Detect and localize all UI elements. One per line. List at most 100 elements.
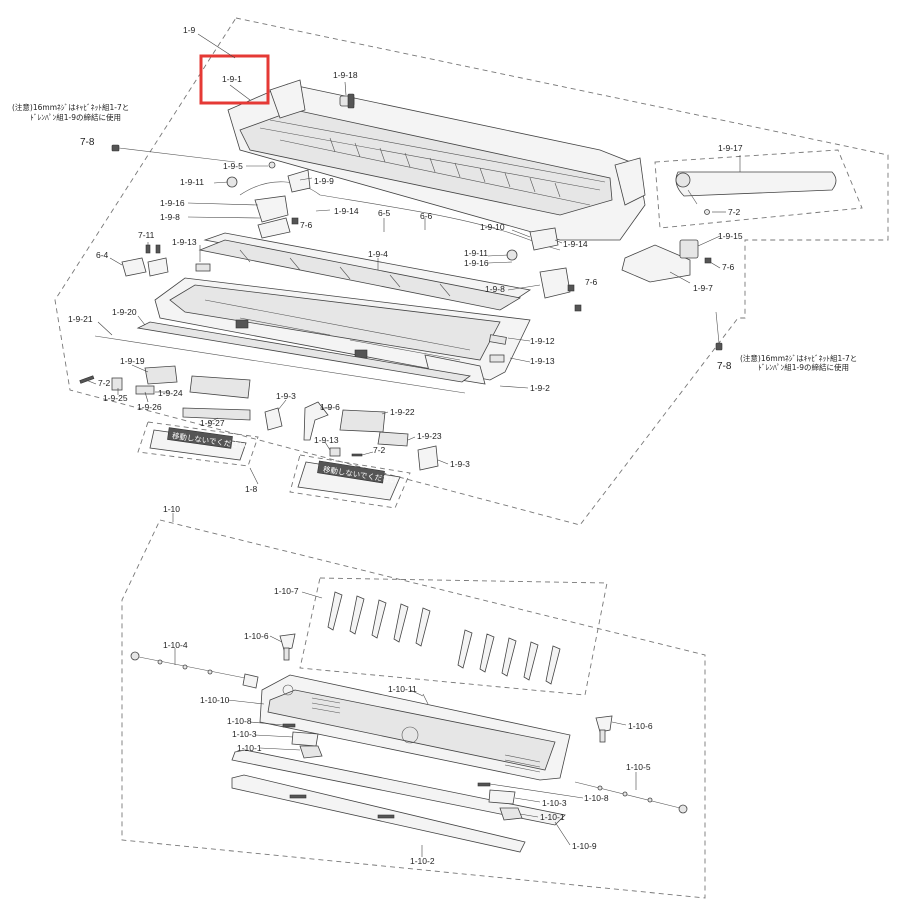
label-1-9-8-a: 1-9-8: [160, 212, 180, 222]
label-1-9-13-c: 1-9-13: [314, 435, 339, 445]
label-1-9-2: 1-9-2: [530, 383, 550, 393]
crank-1-10-6-a: [279, 633, 296, 661]
label-6-6: 6-6: [420, 211, 433, 221]
louver-1-10-10: [259, 674, 571, 781]
label-1-9-13-b: 1-9-13: [530, 356, 555, 366]
label-1-9-12: 1-9-12: [530, 336, 555, 346]
label-1-9-11-b: 1-9-11: [464, 248, 488, 258]
label-7-2-c: 7-2: [373, 445, 386, 455]
drain-tray-1-9-2: [154, 277, 531, 385]
label-6-5: 6-5: [378, 208, 391, 218]
highlight-box-1-9-1: [199, 54, 270, 105]
label-1-10-5: 1-10-5: [626, 762, 651, 772]
label-1-9-23: 1-9-23: [417, 431, 442, 441]
label-7-6-c: 7-6: [585, 277, 598, 287]
label-1-9-3-a: 1-9-3: [276, 391, 296, 401]
crank-1-10-6-b: [595, 715, 613, 743]
group-boundary-1-8-b: [289, 454, 411, 509]
screw-7-8-a: [111, 144, 236, 163]
vanes-1-10-7: [327, 591, 561, 685]
part-labels: 1-9 1-9-1 1-9-18 (注意)16mmﾈｼﾞはｷｬﾋﾞﾈｯﾄ組1-7…: [12, 25, 857, 866]
label-7-8-b: 7-8: [717, 361, 732, 372]
label-1-10-4: 1-10-4: [163, 640, 188, 650]
linkage-right: [477, 782, 523, 821]
vane: [415, 607, 431, 647]
wire-6-5-6-6: [239, 181, 561, 251]
part-1-9-12: [488, 334, 507, 345]
connector-1-9-7: [621, 239, 712, 283]
label-1-9-22: 1-9-22: [390, 407, 415, 417]
small-parts-middle: [264, 401, 439, 471]
label-1-9-9: 1-9-9: [314, 176, 334, 186]
label-1-10-6-b: 1-10-6: [628, 721, 653, 731]
label-1-10-8-a: 1-10-8: [227, 716, 252, 726]
right-connector-cluster: [506, 227, 582, 312]
screw-7-8-b: [715, 311, 723, 351]
label-1-9-13-a: 1-9-13: [172, 237, 197, 247]
label-7-2-a: 7-2: [728, 207, 741, 217]
left-connector-cluster: [226, 161, 311, 239]
label-1-9-4: 1-9-4: [368, 249, 388, 259]
label-1-10-2: 1-10-2: [410, 856, 435, 866]
vane: [457, 629, 473, 669]
label-1-10-6-a: 1-10-6: [244, 631, 269, 641]
rod-1-10-5: [574, 781, 688, 814]
note-right-line1: (注意)16mmﾈｼﾞはｷｬﾋﾞﾈｯﾄ組1-7と: [740, 353, 857, 363]
note-left-line1: (注意)16mmﾈｼﾞはｷｬﾋﾞﾈｯﾄ組1-7と: [12, 102, 129, 112]
label-6-4: 6-4: [96, 250, 109, 260]
vane: [371, 599, 387, 639]
label-1-9-7: 1-9-7: [693, 283, 713, 293]
lower-panel-1-10-2: [231, 774, 526, 853]
vane: [479, 633, 495, 673]
label-1-10: 1-10: [163, 504, 180, 514]
note-left-line2: ﾄﾞﾚﾝﾊﾟﾝ組1-9の締結に使用: [30, 112, 121, 122]
group-boundary-1-10-7: [299, 577, 608, 696]
label-1-9-16-a: 1-9-16: [160, 198, 185, 208]
bolt-1-9-18: [339, 93, 355, 109]
label-1-9-16-b: 1-9-16: [464, 258, 489, 268]
vane: [501, 637, 517, 677]
label-7-6-b: 7-6: [722, 262, 735, 272]
label-1-9-10: 1-9-10: [480, 222, 505, 232]
label-1-10-3-b: 1-10-3: [542, 798, 567, 808]
part-1-10-11: [422, 693, 429, 705]
label-1-10-8-b: 1-10-8: [584, 793, 609, 803]
parts-6-4-7-11: [121, 244, 169, 277]
pipe-1-9-17: [675, 171, 837, 215]
label-7-6-a: 7-6: [300, 220, 313, 230]
leader-lines: [85, 33, 741, 857]
label-1-9-5: 1-9-5: [223, 161, 243, 171]
label-7-11: 7-11: [138, 230, 155, 240]
label-7-8-a: 7-8: [80, 137, 95, 148]
label-1-10-1-b: 1-10-1: [540, 812, 565, 822]
label-1-9: 1-9: [183, 25, 196, 35]
sticker-b: [297, 460, 401, 501]
filter-frame-1-9-4: [198, 232, 532, 311]
label-1-10-10: 1-10-10: [200, 695, 230, 705]
note-right-line2: ﾄﾞﾚﾝﾊﾟﾝ組1-9の締結に使用: [758, 362, 849, 372]
label-1-9-24: 1-9-24: [158, 388, 183, 398]
label-1-8: 1-8: [245, 484, 258, 494]
sticker-a: [149, 427, 247, 461]
label-1-9-18: 1-9-18: [333, 70, 358, 80]
label-1-9-27: 1-9-27: [200, 418, 225, 428]
label-7-2-b: 7-2: [98, 378, 111, 388]
group-boundary-1-9: [54, 17, 889, 526]
group-boundary-1-9-17: [654, 149, 863, 229]
label-1-9-25: 1-9-25: [103, 393, 128, 403]
vane: [327, 591, 343, 631]
label-1-9-21: 1-9-21: [68, 314, 93, 324]
label-1-9-26: 1-9-26: [137, 402, 162, 412]
small-parts-left: [79, 365, 251, 399]
label-1-10-11: 1-10-11: [388, 684, 417, 694]
part-1-9-27: [182, 407, 251, 421]
label-1-9-8-b: 1-9-8: [485, 284, 505, 294]
label-1-9-17: 1-9-17: [718, 143, 743, 153]
vane: [349, 595, 365, 635]
vane: [545, 645, 561, 685]
linkage-left: [282, 723, 323, 759]
part-1-9-13-a: [195, 263, 211, 272]
label-1-9-20: 1-9-20: [112, 307, 137, 317]
part-1-9-13-b: [489, 354, 505, 363]
